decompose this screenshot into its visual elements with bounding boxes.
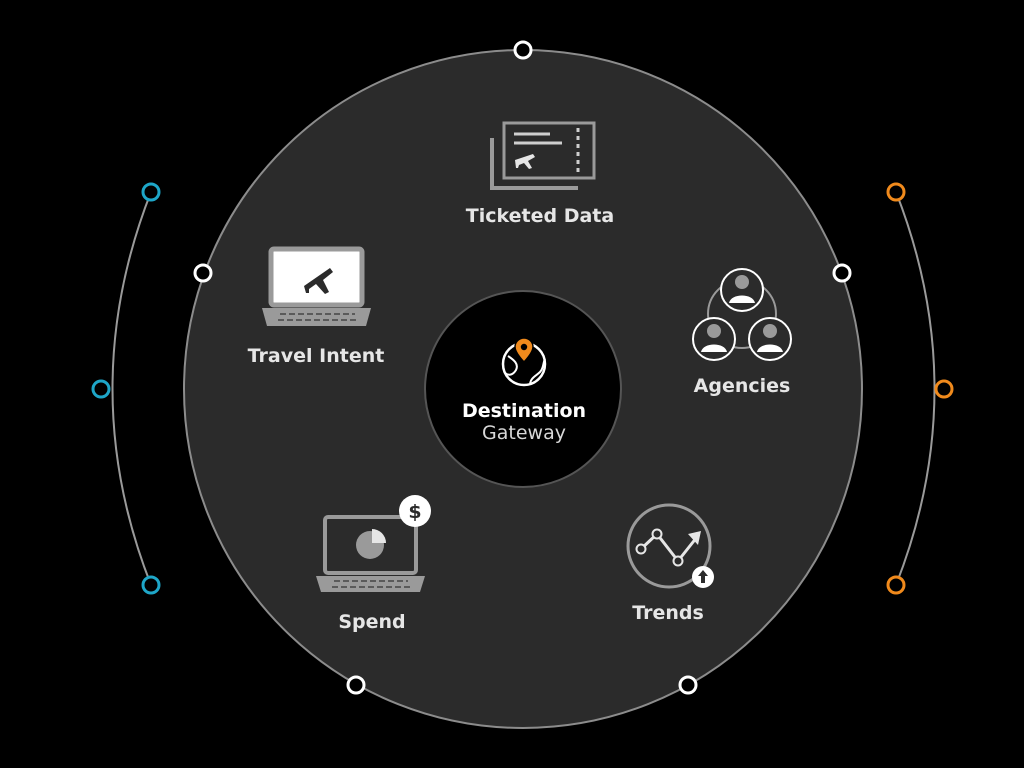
ticket-icon	[490, 121, 596, 190]
right-arc-dot-bottom	[886, 575, 906, 595]
ring-dot-bottom-left	[346, 675, 366, 695]
node-label-trends: Trends	[632, 602, 704, 624]
globe-pin-icon	[501, 337, 547, 387]
right-arc-dot-middle	[934, 379, 954, 399]
left-arc-dot-bottom	[141, 575, 161, 595]
ring-dot-right	[832, 263, 852, 283]
node-label-agencies: Agencies	[694, 375, 791, 397]
node-label-ticketed-data: Ticketed Data	[466, 205, 614, 227]
left-arc	[111, 191, 152, 586]
svg-text:$: $	[408, 501, 421, 523]
laptop-plane-icon	[262, 246, 371, 326]
center-subtitle: Gateway	[482, 422, 566, 444]
node-label-travel-intent: Travel Intent	[248, 345, 385, 367]
right-arc	[895, 191, 936, 586]
ring-dot-bottom-right	[678, 675, 698, 695]
left-arc-dot-top	[141, 182, 161, 202]
center-title: Destination	[462, 400, 586, 422]
center-circle	[424, 290, 622, 488]
left-arc-dot-middle	[91, 379, 111, 399]
people-network-icon	[692, 268, 792, 361]
node-label-spend: Spend	[338, 611, 405, 633]
trend-up-icon	[626, 503, 714, 589]
ring-dot-top	[513, 40, 533, 60]
ring-dot-left	[193, 263, 213, 283]
right-arc-dot-top	[886, 182, 906, 202]
laptop-pie-chart-icon: $	[316, 495, 431, 592]
